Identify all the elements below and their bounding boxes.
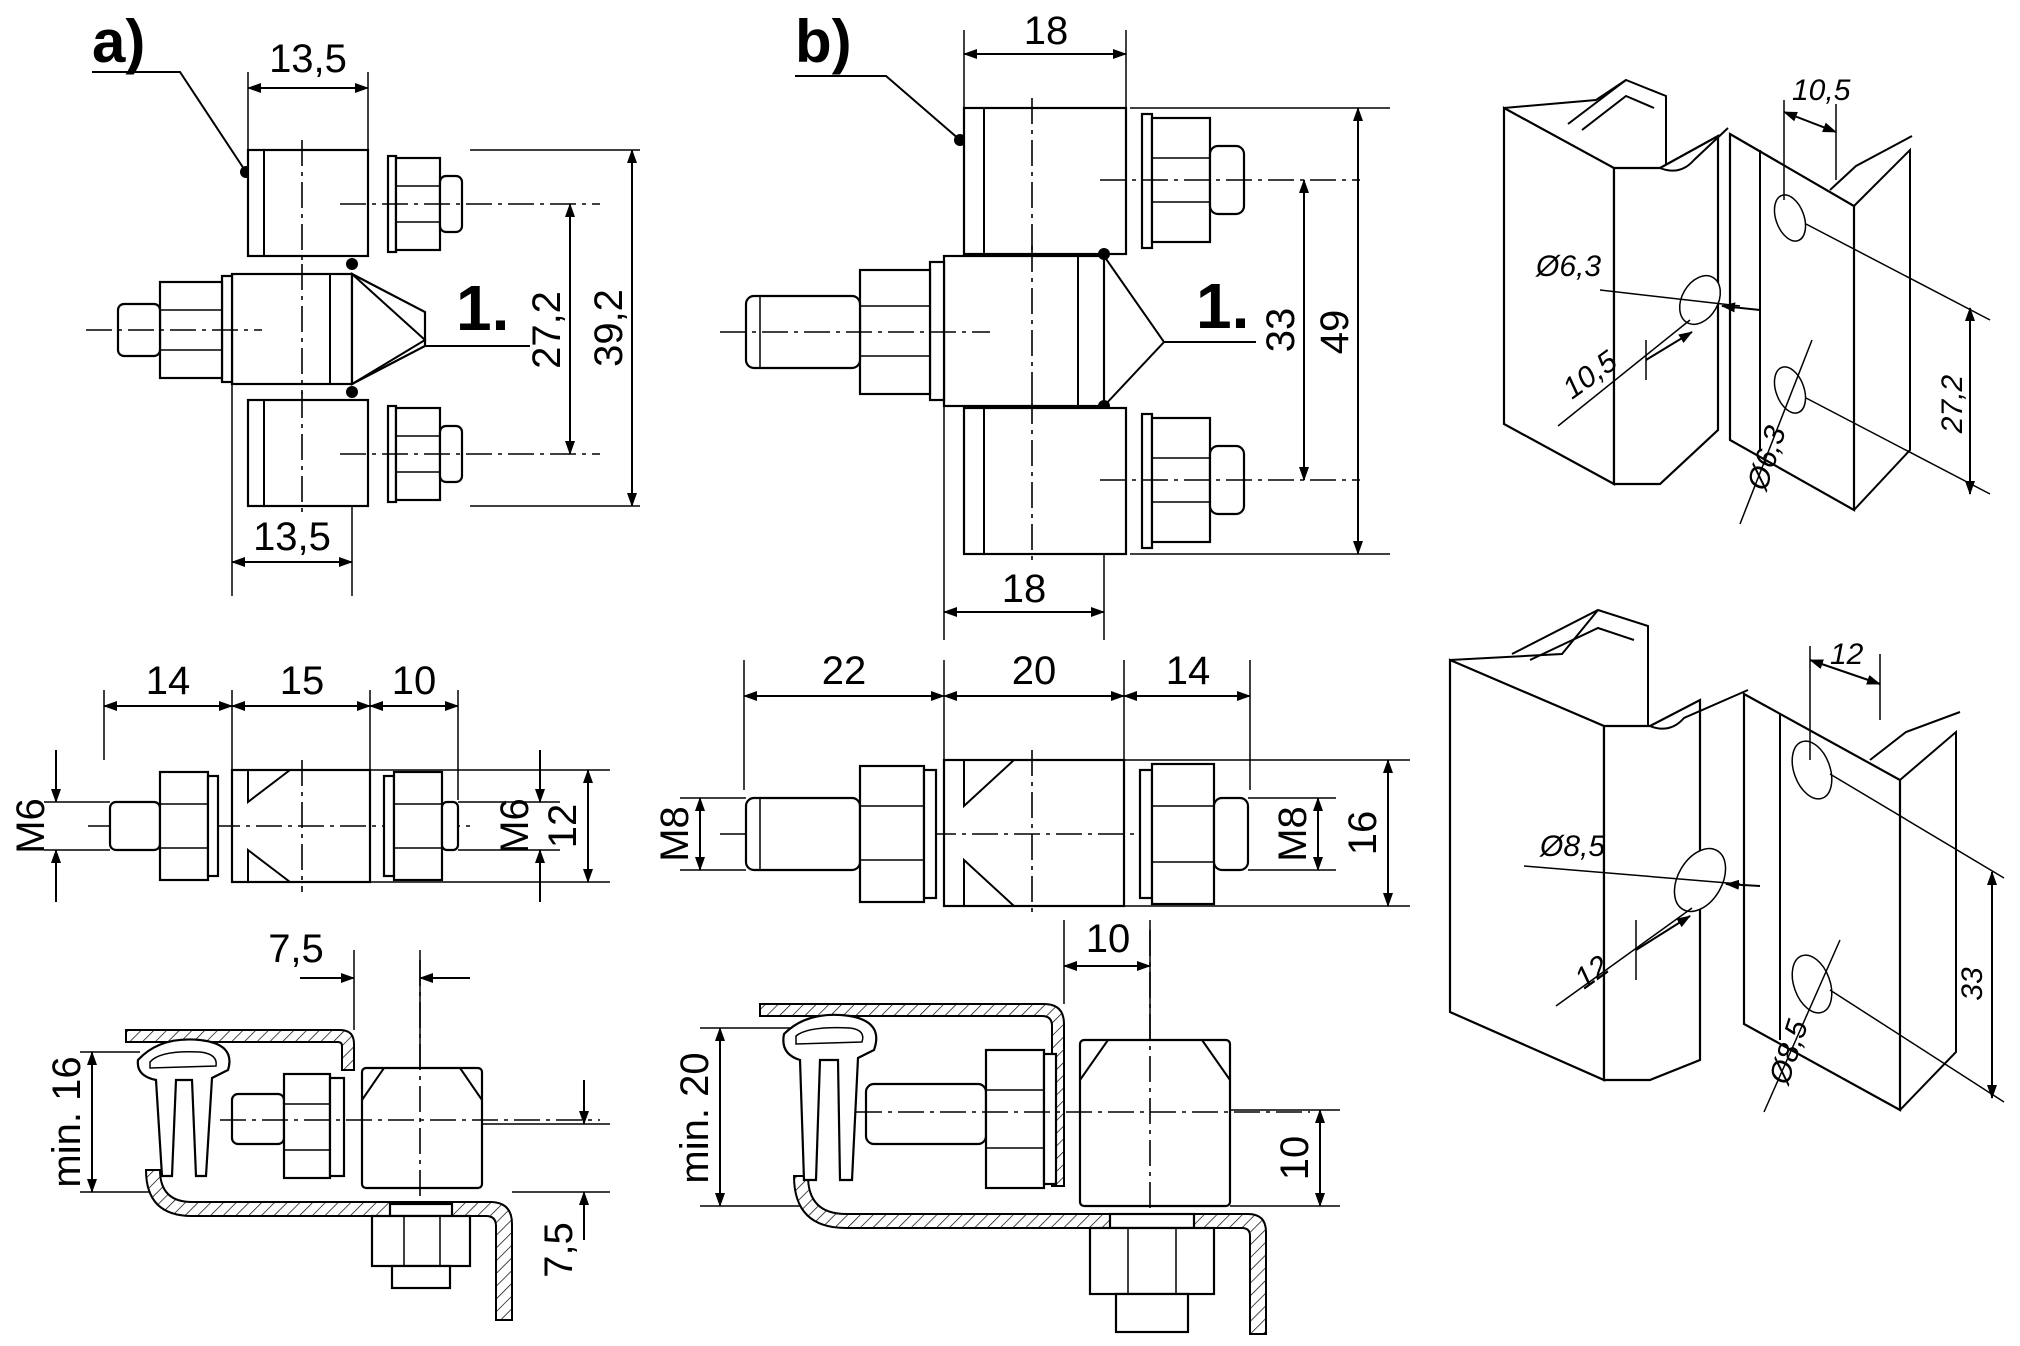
hinge-b-mounting-section: 10 min. 20 10 — [673, 917, 1340, 1335]
thread-a-right: M6 — [493, 798, 537, 854]
hinge-b-front-view: b) 1. — [720, 8, 1390, 640]
hinge-a-mounting-section: 7,5 min. 16 7,5 — [45, 927, 610, 1321]
item-label-a: 1. — [456, 272, 509, 344]
dim-b-min: min. 20 — [673, 1052, 717, 1183]
dim-a-side-2: 15 — [280, 659, 325, 703]
dim-a-top: 13,5 — [269, 37, 347, 81]
dim-b-mount-offset: 10 — [1086, 917, 1131, 961]
dim-b-bottom: 18 — [1002, 567, 1047, 611]
dim-b-side-1: 22 — [822, 649, 867, 693]
dim-b-top: 18 — [1024, 9, 1069, 53]
profile-bottom-pitch: 33 — [1956, 967, 1989, 1001]
profile-top-hole-dia-1: Ø6,3 — [1535, 250, 1601, 283]
hinge-a-side-view: 14 15 10 M6 M6 12 — [9, 659, 610, 902]
dim-a-mount-bottom: 7,5 — [537, 1222, 581, 1278]
dim-b-side-3: 14 — [1166, 649, 1211, 693]
thread-b-right: M8 — [1271, 806, 1315, 862]
item-label-b: 1. — [1196, 270, 1249, 342]
dim-a-inner: 27,2 — [525, 291, 569, 369]
profile-top-pitch: 27,2 — [1936, 374, 1969, 434]
profile-top-hole-spacing: 10,5 — [1792, 74, 1851, 107]
dim-b-mount-height: 10 — [1273, 1136, 1317, 1181]
dim-b-inner: 33 — [1259, 308, 1303, 353]
profile-bottom-hole-dia-1: Ø8,5 — [1539, 830, 1605, 863]
dim-b-side-height: 16 — [1341, 811, 1385, 856]
dim-a-side-1: 14 — [146, 659, 191, 703]
dim-a-side-3: 10 — [392, 659, 437, 703]
label-a: a) — [92, 8, 145, 75]
thread-b-left: M8 — [653, 806, 697, 862]
label-b: b) — [795, 8, 852, 75]
dim-a-outer: 39,2 — [587, 289, 631, 367]
dim-a-mount-offset: 7,5 — [268, 927, 324, 971]
hinge-a-front-view: a) — [86, 8, 640, 596]
hinge-b-side-view: 22 20 14 M8 M8 16 — [653, 649, 1410, 916]
dim-b-side-2: 20 — [1012, 649, 1057, 693]
profile-bottom-hole-spacing: 12 — [1830, 638, 1864, 671]
dim-a-bottom: 13,5 — [253, 515, 331, 559]
dim-b-outer: 49 — [1313, 310, 1357, 355]
profile-top-isometric: Ø6,3 10,5 10,5 Ø6,3 27,2 — [1502, 74, 1991, 525]
dim-a-side-height: 12 — [541, 804, 585, 849]
dim-a-min: min. 16 — [45, 1056, 89, 1187]
profile-bottom-isometric: Ø8,5 12 12 Ø8,5 33 — [1448, 608, 2005, 1113]
thread-a-left: M6 — [9, 798, 53, 854]
